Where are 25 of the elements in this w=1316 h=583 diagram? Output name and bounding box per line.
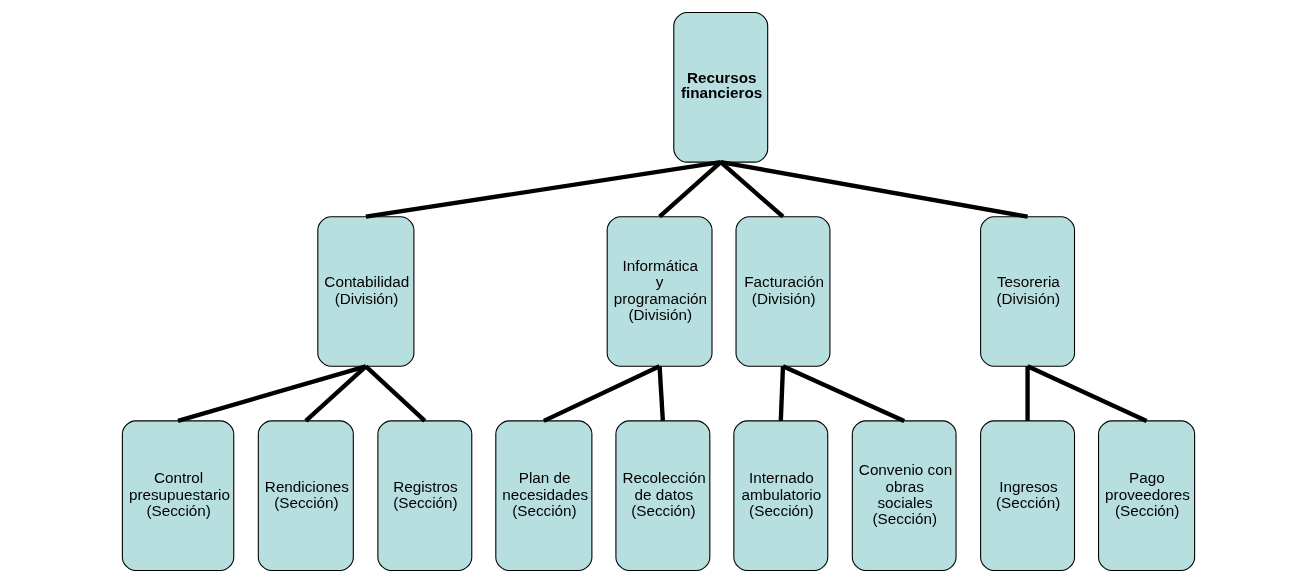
node-box: Plan de necesidades (Sección) <box>494 420 592 572</box>
connector <box>718 160 784 219</box>
node-box: Control presupuestario (Sección) <box>121 420 234 572</box>
connector <box>656 366 665 421</box>
connector <box>1024 366 1030 421</box>
connector <box>363 364 426 423</box>
node-box: Tesoreria (División) <box>979 216 1075 367</box>
connector <box>1026 364 1147 423</box>
node-box: Ingresos (Sección) <box>979 420 1075 572</box>
connector <box>778 366 785 421</box>
connector <box>657 160 722 219</box>
node-box: Informática y programación (División) <box>606 216 713 367</box>
node-box: Contabilidad (División) <box>316 216 414 367</box>
connector <box>781 364 905 423</box>
connector <box>176 364 366 423</box>
node-box: Recursos financieros <box>672 11 768 163</box>
node-box: Convenio con obras sociales (Sección) <box>851 420 957 572</box>
connector <box>542 364 661 423</box>
node-box: Internado ambulatorio (Sección) <box>732 420 828 572</box>
node-box: Facturación (División) <box>735 216 830 367</box>
connector <box>303 364 367 423</box>
node-box: Pago proveedores (Sección) <box>1097 420 1195 572</box>
node-box: Rendiciones (Sección) <box>257 420 354 572</box>
node-box: Recolección de datos (Sección) <box>614 420 710 572</box>
node-box: Registros (Sección) <box>376 420 472 572</box>
